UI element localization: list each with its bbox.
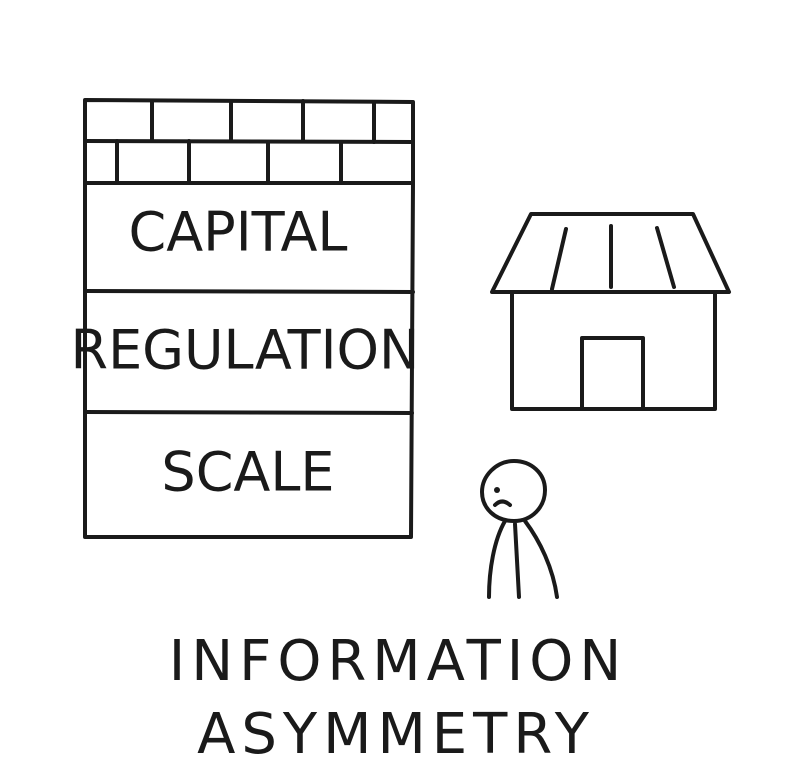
barrier-layer-capital: CAPITAL [129,201,348,264]
barrier-layer-regulation: REGULATION [71,319,420,382]
barrier-layer-scale: SCALE [161,441,334,504]
person-icon [480,459,559,599]
caption-line-2: ASYMMETRY [197,702,595,767]
caption: INFORMATION ASYMMETRY [169,629,628,767]
caption-line-1: INFORMATION [169,629,628,694]
brick-wall-icon [83,98,415,185]
barrier-wall: CAPITAL REGULATION SCALE [71,98,420,539]
shop-icon [490,212,731,411]
